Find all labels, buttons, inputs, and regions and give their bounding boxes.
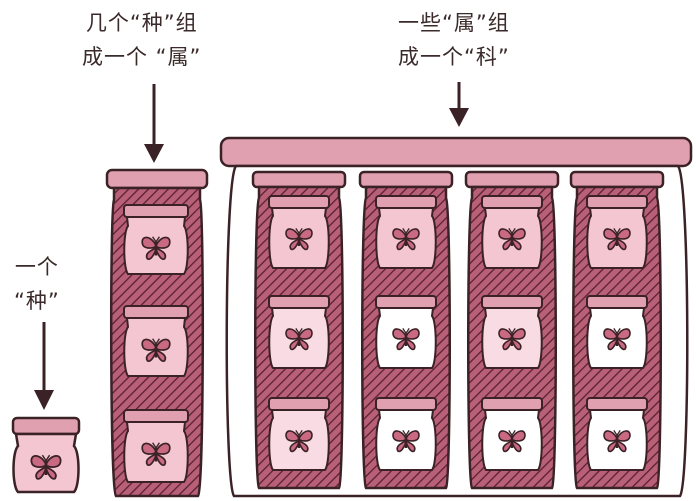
genus-caption: 几个“种”组 成一个 “属”: [82, 6, 201, 74]
species-jar: [268, 295, 330, 369]
species-jar: [481, 397, 543, 471]
genus-caption-line1: 几个“种”组: [85, 11, 198, 35]
species-jar: [481, 195, 543, 269]
species-jar: [375, 295, 437, 369]
genus-jar: [358, 170, 454, 490]
genus-caption-line2: 成一个 “属”: [82, 45, 202, 69]
family-caption: 一些“属”组 成一个“科”: [398, 6, 510, 74]
family-caption-line1: 一些“属”组: [398, 11, 510, 35]
genus-jar: [105, 168, 209, 498]
arrow-down-icon: [144, 84, 164, 163]
species-jar: [123, 409, 189, 483]
species-jar: [268, 195, 330, 269]
species-jar: [586, 397, 648, 471]
arrow-down-icon: [449, 82, 469, 127]
genus-jar: [569, 170, 665, 490]
species-jar: [268, 397, 330, 471]
species-caption: 一个 “种”: [14, 250, 60, 318]
species-jar: [11, 416, 81, 494]
species-jar: [586, 295, 648, 369]
species-jar: [375, 195, 437, 269]
species-jar: [481, 295, 543, 369]
species-jar: [123, 204, 189, 275]
species-caption-line1: 一个: [14, 255, 59, 279]
species-jar: [586, 195, 648, 269]
arrow-down-icon: [34, 322, 54, 410]
family-caption-line2: 成一个“科”: [398, 45, 510, 69]
genus-jar: [464, 170, 560, 490]
species-jar: [123, 305, 189, 377]
species-jar: [375, 397, 437, 471]
species-caption-line2: “种”: [14, 289, 60, 313]
genus-jar: [251, 170, 347, 490]
